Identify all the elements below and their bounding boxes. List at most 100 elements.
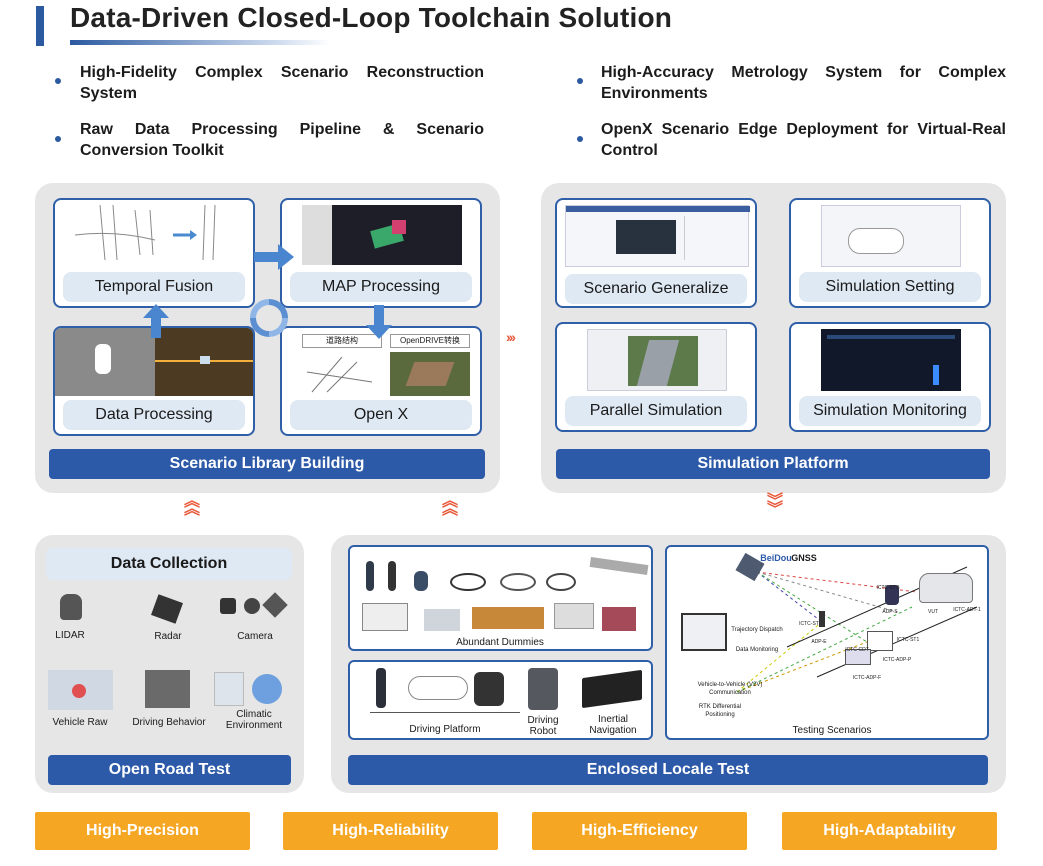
scenario-library-bar: Scenario Library Building <box>49 449 485 479</box>
bullet-dot <box>55 136 61 142</box>
map-processing-label: MAP Processing <box>290 272 472 302</box>
moto-dummy-icon <box>474 672 504 706</box>
node-label: ICTC-CDT <box>845 647 869 653</box>
road-sketch-thumbnail <box>306 356 373 393</box>
node-label: ICTC-ADP-P <box>882 657 912 663</box>
camera-views-thumbnail <box>55 328 155 396</box>
chevron-up-icon: ︽︽ <box>442 493 459 518</box>
lidar-label: LIDAR <box>55 630 85 641</box>
driving-platform-label: Driving Platform <box>409 724 481 735</box>
person-dummy-icon <box>376 668 386 708</box>
driving-robot-icon <box>528 668 558 710</box>
open-x-label: Open X <box>290 400 472 430</box>
open-x-card[interactable]: 道路结构 OpenDRIVE转换 Open X <box>280 326 482 436</box>
temporal-fusion-label: Temporal Fusion <box>63 272 245 302</box>
gnss-label: GNSS <box>791 553 817 563</box>
bullet-4: OpenX Scenario Edge Deployment for Virtu… <box>601 121 1006 159</box>
bullet-dot <box>577 136 583 142</box>
chevron-down-icon: ︾︾ <box>767 493 784 518</box>
testing-scenarios-box: BeiDou GNSS Trajectory Dispatch Data Mon… <box>665 545 989 740</box>
feature-high-adaptability: High-Adaptability <box>782 812 997 850</box>
data-collection-title: Data Collection <box>46 548 292 580</box>
opendrive-tag: OpenDRIVE转换 <box>390 334 470 348</box>
cyclist-dummies-icon <box>450 559 580 593</box>
vehicle-dummies-icon <box>362 603 642 631</box>
lidar-icon <box>60 594 82 620</box>
bullet-dot <box>577 78 583 84</box>
car-dummy-icon <box>408 676 468 700</box>
monitoring-dashboard-thumbnail <box>821 329 961 391</box>
pedestrian-dummies-icon <box>362 557 442 597</box>
bullet-1: High-Fidelity Complex Scenario Reconstru… <box>80 64 484 102</box>
barrier-icon <box>589 557 649 575</box>
node-label: ICTC-ST <box>799 621 819 627</box>
bullet-dot <box>55 78 61 84</box>
parallel-simulation-label: Parallel Simulation <box>565 396 747 426</box>
trajectory-dispatch-label: Trajectory Dispatch <box>731 627 783 633</box>
scenario-generalize-card[interactable]: Scenario Generalize <box>555 198 757 308</box>
node-label: ICTC-STB <box>876 585 900 591</box>
feature-high-reliability: High-Reliability <box>283 812 498 850</box>
feature-high-efficiency: High-Efficiency <box>532 812 747 850</box>
bev-thumbnail <box>155 328 253 396</box>
simulation-setting-card[interactable]: Simulation Setting <box>789 198 991 308</box>
parallel-sim-thumbnail <box>587 329 727 391</box>
inertial-nav-icon <box>582 669 642 709</box>
camera-label: Camera <box>237 631 273 642</box>
simulation-platform-bar: Simulation Platform <box>556 449 990 479</box>
testing-scenarios-label: Testing Scenarios <box>792 725 872 736</box>
driving-behavior-label: Driving Behavior <box>132 717 206 728</box>
data-monitoring-label: Data Monitoring <box>735 647 779 653</box>
simulation-monitoring-label: Simulation Monitoring <box>799 396 981 426</box>
vehicle-raw-thumbnail <box>48 670 113 710</box>
dummies-label: Abundant Dummies <box>456 637 544 648</box>
van-node-icon <box>845 649 871 665</box>
chevron-right-icon: ››› <box>506 329 516 345</box>
point-cloud-thumbnail <box>302 205 462 265</box>
rtk-label: RTK Differential Positioning <box>698 704 742 718</box>
cycle-icon <box>250 299 288 337</box>
page-title: Data-Driven Closed-Loop Toolchain Soluti… <box>70 2 673 33</box>
simulation-setting-label: Simulation Setting <box>799 272 981 302</box>
v2v-label: Vehicle-to-Vehicle (V2V) Communication <box>697 682 763 696</box>
node-label: ICTC-ADP-F <box>852 675 882 681</box>
vehicle-raw-label: Vehicle Raw <box>52 717 108 728</box>
truck-node-icon <box>867 631 893 651</box>
title-underline <box>70 40 330 45</box>
beidou-label: BeiDou <box>760 553 792 563</box>
dummies-box: Abundant Dummies <box>348 545 653 651</box>
arrow-down-icon <box>366 305 392 339</box>
temporal-fusion-card[interactable]: Temporal Fusion <box>53 198 255 308</box>
vut-car-icon <box>919 573 973 603</box>
generalize-ui-thumbnail <box>565 205 750 267</box>
open-road-bar: Open Road Test <box>48 755 291 785</box>
title-accent-bar <box>36 6 44 46</box>
arrow-up-icon <box>143 304 169 338</box>
road-structure-tag: 道路结构 <box>302 334 382 348</box>
moto-node-icon <box>885 585 899 605</box>
data-processing-card[interactable]: Data Processing <box>53 326 255 436</box>
platform-box: Driving Platform Driving Robot Inertial … <box>348 660 653 740</box>
scenario-generalize-label: Scenario Generalize <box>565 274 747 304</box>
map-processing-card[interactable]: MAP Processing <box>280 198 482 308</box>
pedestrian-node-icon <box>819 611 825 627</box>
parallel-simulation-card[interactable]: Parallel Simulation <box>555 322 757 432</box>
node-label: VUT <box>928 609 938 615</box>
driving-robot-label: Driving Robot <box>527 715 559 737</box>
bullet-2: Raw Data Processing Pipeline & Scenario … <box>80 121 484 159</box>
simulation-monitoring-card[interactable]: Simulation Monitoring <box>789 322 991 432</box>
setting-ui-thumbnail <box>821 205 961 267</box>
driving-behavior-thumbnail <box>145 670 190 708</box>
node-label: ICTC-ST1 <box>896 637 920 643</box>
climatic-thumbnail <box>214 672 284 706</box>
enclosed-bar: Enclosed Locale Test <box>348 755 988 785</box>
inertial-nav-label: Inertial Navigation <box>589 714 637 736</box>
arrow-right-icon <box>254 244 294 270</box>
node-label: ADP-E <box>811 639 827 645</box>
radar-label: Radar <box>154 631 182 642</box>
lane-diagram-thumbnail <box>74 204 216 261</box>
chevron-up-icon: ︽︽ <box>184 493 201 518</box>
climatic-label: Climatic Environment <box>225 709 283 731</box>
platform-bracket <box>370 712 520 713</box>
camera-icon <box>220 592 288 618</box>
